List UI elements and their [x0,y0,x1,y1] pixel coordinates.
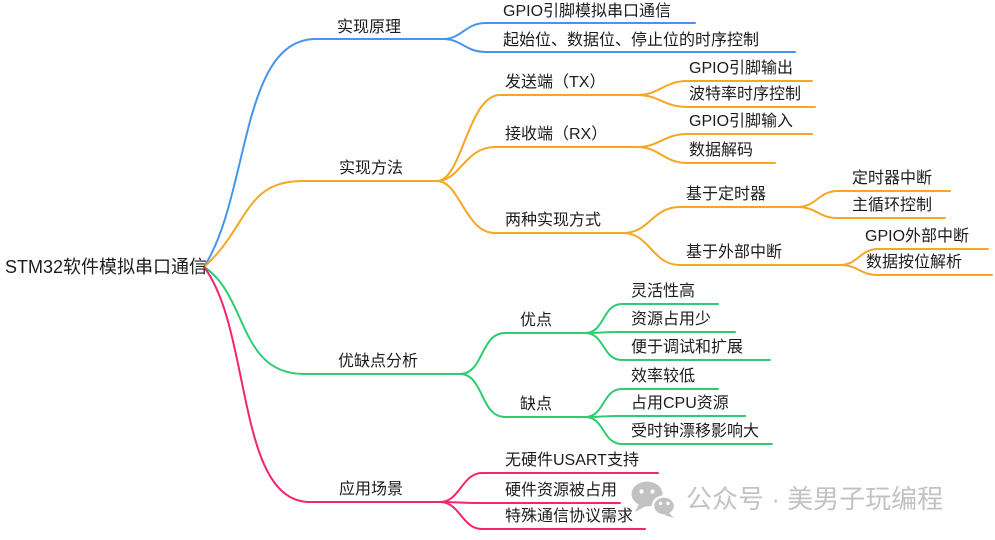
topic-implementation[interactable]: 实现方法 [339,160,404,177]
topic-scenarios[interactable]: 应用场景 [339,481,404,498]
watermark-text: 公众号 · 美男子玩编程 [686,484,944,514]
watermark: 公众号 · 美男子玩编程 [630,480,943,518]
connector-line [584,415,746,418]
connector-line [436,94,638,182]
topic-timer-interrupt[interactable]: 定时器中断 [852,170,933,187]
topic-pros-cons[interactable]: 优缺点分析 [338,353,419,370]
topic-baud-timing[interactable]: 波特率时序控制 [689,86,802,103]
topic-data-decode[interactable]: 数据解码 [689,142,754,159]
topic-gpio-input[interactable]: GPIO引脚输入 [689,113,794,130]
connector-line [636,94,816,108]
topic-no-usart[interactable]: 无硬件USART支持 [505,452,639,469]
connector-line [203,180,438,268]
connector-line [584,331,736,334]
topic-bitwise-parse[interactable]: 数据按位解析 [866,254,963,271]
branch-implementation-lines [203,80,993,276]
topic-gpio-output[interactable]: GPIO引脚输出 [689,60,794,77]
wechat-icon [631,481,676,518]
topic-main-loop[interactable]: 主循环控制 [852,197,933,214]
topic-tx[interactable]: 发送端（TX） [505,74,606,91]
connector-line [459,332,586,375]
connector-line [584,332,771,361]
topic-exti-based[interactable]: 基于外部中断 [686,244,783,261]
connector-line [636,146,776,164]
topic-rx[interactable]: 接收端（RX） [505,126,608,143]
topic-gpio-exti[interactable]: GPIO外部中断 [865,228,970,245]
connector-line [584,416,773,445]
connector-line [459,373,586,418]
connector-line [203,266,461,375]
connector-line [436,146,638,182]
topic-low-efficiency[interactable]: 效率较低 [631,368,696,385]
topic-cpu-usage[interactable]: 占用CPU资源 [631,395,729,412]
connector-line [442,38,796,53]
topic-clock-drift[interactable]: 受时钟漂移影响大 [631,423,760,440]
connector-line [436,180,624,234]
root-topic[interactable]: STM32软件模拟串口通信 [5,257,208,277]
connector-line [439,472,659,503]
connector-line [439,501,646,530]
topic-bit-timing-control[interactable]: 起始位、数据位、停止位的时序控制 [503,32,760,49]
branch-proscons-lines [203,266,773,445]
topic-special-protocol[interactable]: 特殊通信协议需求 [505,508,634,525]
topic-low-resource[interactable]: 资源占用少 [631,311,712,328]
branch-scenarios-lines [203,266,659,530]
topic-hw-occupied[interactable]: 硬件资源被占用 [505,482,618,499]
topic-easy-debug[interactable]: 便于调试和扩展 [631,339,744,356]
topic-principle[interactable]: 实现原理 [337,19,402,36]
connector-line [439,501,621,504]
connector-line [203,38,444,268]
connector-line [839,264,993,276]
connector-line [622,206,798,234]
topic-timer-based[interactable]: 基于定时器 [686,186,767,203]
topic-cons[interactable]: 缺点 [520,396,553,413]
topic-gpio-pin-simulation[interactable]: GPIO引脚模拟串口通信 [503,3,672,20]
topic-flexibility[interactable]: 灵活性高 [631,283,696,300]
branch-principle-lines [203,22,796,268]
topic-pros[interactable]: 优点 [520,312,553,329]
connector-line [203,266,441,503]
connector-line [796,206,946,219]
topic-two-approaches[interactable]: 两种实现方式 [505,212,602,229]
connector-line [622,232,841,266]
